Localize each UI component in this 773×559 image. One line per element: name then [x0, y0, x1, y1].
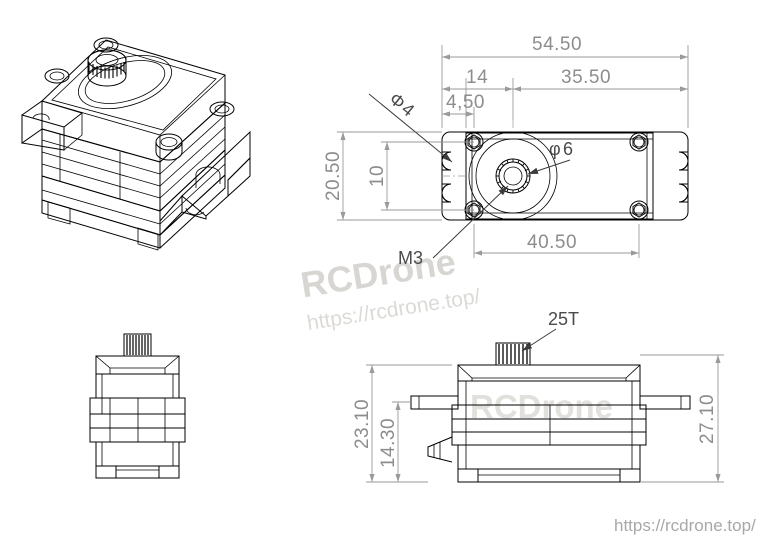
callout-spline-label: 25T [548, 309, 579, 329]
dim-total-height: 27.10 [697, 355, 721, 482]
dim-left-offset-label: 14 [466, 67, 488, 88]
dim-overall-length-label: 54.50 [532, 34, 582, 55]
dim-hole-spacing-label: 40.50 [527, 232, 577, 253]
dim-width-label: 20.50 [323, 151, 344, 201]
dim-hole-spacing: 40.50 [474, 232, 639, 256]
footer-url: https://rcdrone.top/ [614, 516, 756, 535]
top-view [441, 120, 689, 221]
dim-left-offset: 14 [442, 67, 513, 92]
dim-extension-lines-side [366, 354, 724, 483]
callout-output-diameter-symbol: φ [549, 139, 561, 159]
dim-right-span-label: 35.50 [561, 67, 611, 88]
dim-extension-lines [337, 45, 689, 258]
dim-tab-offset: 4,50 [442, 92, 485, 117]
dim-slot-spacing: 10 [367, 142, 390, 210]
dim-right-span: 35.50 [513, 67, 688, 92]
dim-body-height-label: 23.10 [352, 399, 373, 449]
dim-body-height: 23.10 [352, 365, 375, 482]
dim-total-height-label: 27.10 [697, 394, 718, 444]
mount-slot-left-top [441, 140, 460, 176]
iso-screw-boss-1 [93, 37, 119, 53]
callout-spline: 25T [521, 309, 579, 352]
isometric-view [21, 37, 251, 251]
iso-screw-boss-2 [44, 68, 70, 84]
dim-shaft-height-label: 14.30 [378, 418, 399, 468]
mount-slot-left-bottom [441, 178, 452, 212]
iso-screw-boss-3 [209, 101, 235, 117]
cable-exit [427, 436, 453, 463]
dim-overall-length: 54.50 [442, 34, 688, 60]
dim-shaft-height: 14.30 [378, 402, 401, 482]
dim-width: 20.50 [323, 132, 346, 220]
watermark-center: RCDrone https://rcdrone.top/ [298, 240, 482, 335]
output-spline-top [495, 158, 531, 194]
mount-slot-right-top [678, 140, 689, 176]
screw-hole-br [629, 200, 649, 220]
dim-slot-spacing-label: 10 [367, 165, 388, 187]
callout-slot-diameter: Φ 4 [368, 89, 453, 163]
callout-thread-label: M3 [398, 248, 423, 268]
callout-output-diameter: φ 6 [527, 139, 573, 175]
callout-thread: M3 [398, 185, 509, 268]
mount-slot-right-bottom [678, 178, 689, 212]
screw-hole-tr [629, 132, 649, 152]
side-view [410, 342, 691, 483]
dim-tab-offset-label: 4,50 [446, 92, 485, 113]
front-view [89, 333, 186, 479]
callout-output-diameter-label: 6 [563, 139, 573, 159]
